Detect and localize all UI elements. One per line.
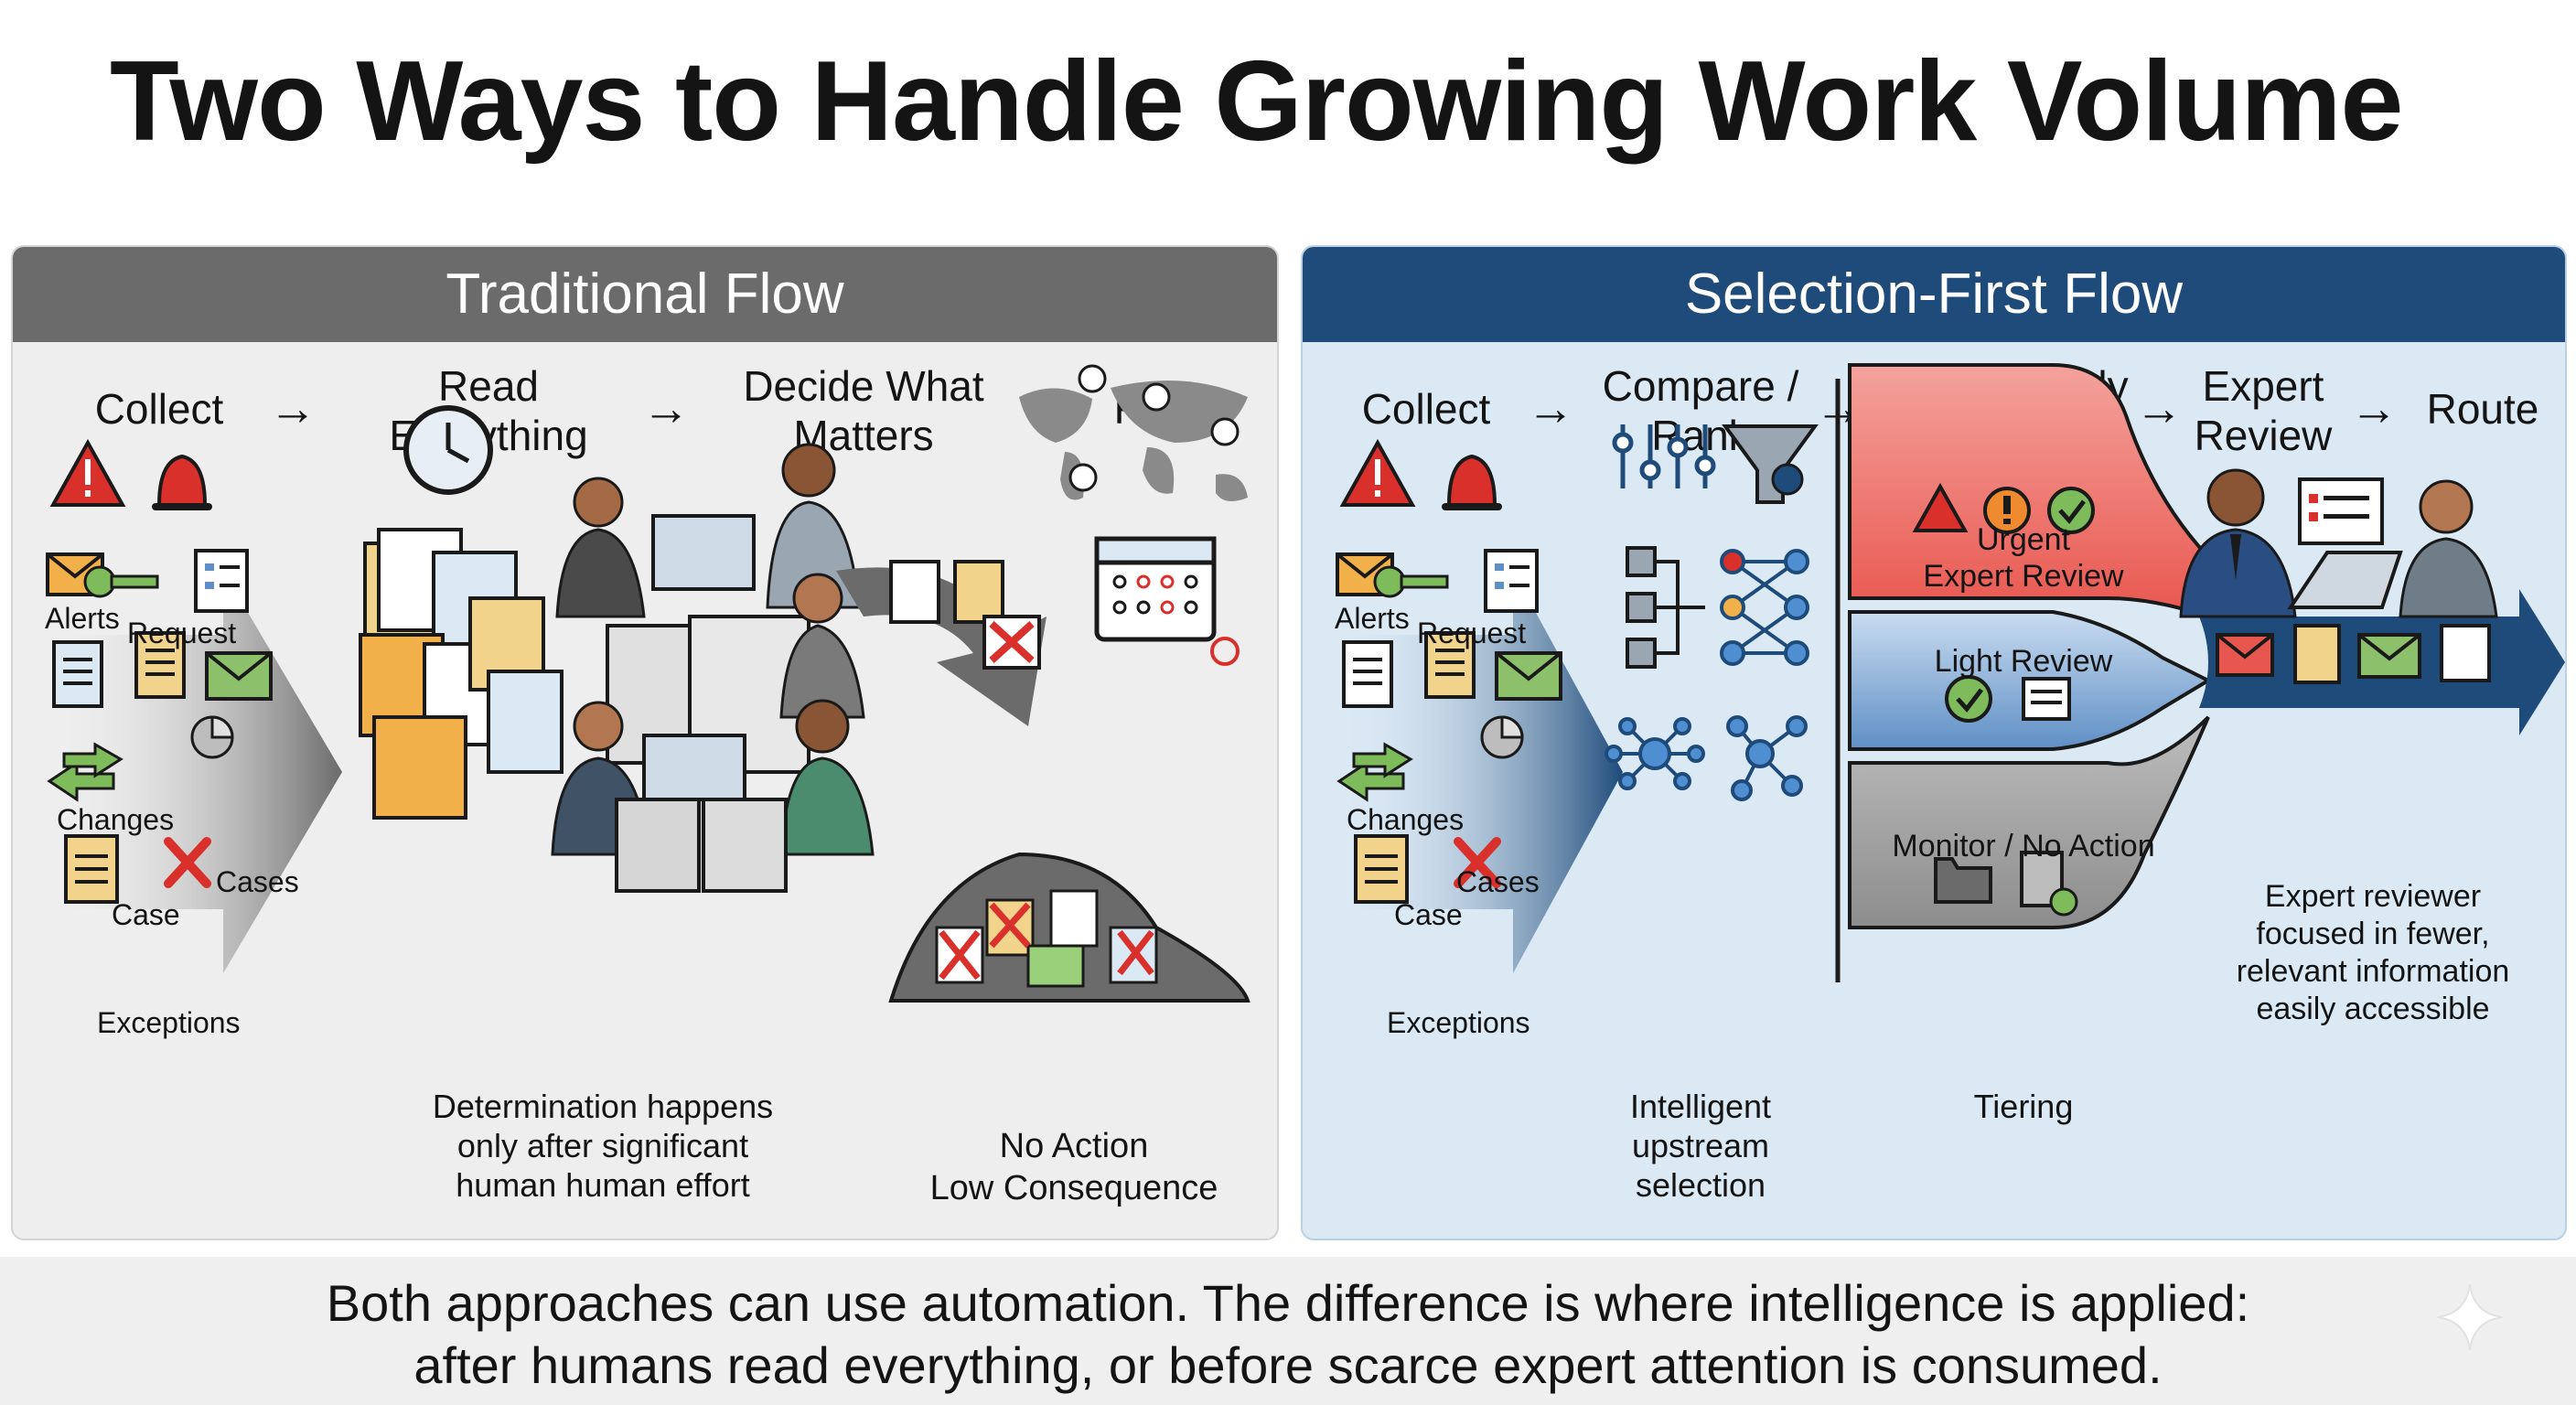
sel-step-collect: Collect bbox=[1361, 385, 1491, 433]
sel-label-request: Request bbox=[1417, 617, 1527, 649]
document-icon bbox=[1424, 631, 1476, 699]
envelope-icon bbox=[2357, 633, 2421, 679]
trad-label-cases: Cases bbox=[216, 865, 299, 898]
warning-icon bbox=[1912, 482, 1969, 532]
world-map-icon bbox=[1019, 364, 1248, 501]
discard-pile bbox=[888, 852, 1250, 1003]
form-document-icon bbox=[2440, 624, 2491, 682]
bell-icon bbox=[152, 454, 212, 510]
route-curve-arrow bbox=[836, 567, 1046, 726]
funnel-icon bbox=[1722, 424, 1819, 504]
close-x-icon bbox=[1454, 837, 1501, 888]
key-icon bbox=[83, 565, 159, 598]
trad-caption-determination: Determination happens only after signifi… bbox=[432, 1088, 774, 1204]
forward-mail-icon bbox=[205, 651, 273, 701]
footer-note: Both approaches can use automation. The … bbox=[0, 1257, 2576, 1405]
document-icon bbox=[64, 834, 119, 904]
clock-icon bbox=[403, 405, 493, 495]
sliders-icon bbox=[1612, 424, 1716, 488]
close-x-icon bbox=[164, 837, 211, 888]
trad-label-changes: Changes bbox=[57, 803, 175, 836]
people-reading-group bbox=[551, 443, 875, 893]
selection-first-panel: Selection-First Flow Collect → Compare /… bbox=[1301, 245, 2567, 1240]
molecule-icon bbox=[1726, 715, 1808, 801]
bell-icon bbox=[1442, 454, 1502, 510]
caption-expert-reviewer: Expert reviewer focused in fewer, releva… bbox=[2236, 879, 2510, 1026]
hub-node-icon bbox=[1605, 717, 1705, 790]
traditional-flow-heading: Traditional Flow bbox=[13, 247, 1277, 342]
sel-step-route: Route bbox=[2426, 385, 2539, 433]
sel-arrow-4: → bbox=[2350, 382, 2398, 435]
forward-mail-icon bbox=[1495, 651, 1562, 701]
document-icon bbox=[2293, 624, 2341, 684]
expert-reviewers bbox=[2179, 468, 2498, 618]
trad-arrow-1: → bbox=[269, 382, 317, 435]
document-icon bbox=[1342, 640, 1393, 708]
trad-caption-no-action: No Action Low Consequence bbox=[929, 1127, 1218, 1207]
document-icon bbox=[52, 640, 103, 708]
sel-label-exceptions: Exceptions bbox=[1387, 1006, 1530, 1039]
tier-monitor-label: Monitor / No Action bbox=[1892, 829, 2155, 863]
paper-stack bbox=[359, 528, 564, 820]
tier-light-label: Light Review bbox=[1934, 644, 2113, 679]
sel-step-expert: Expert Review bbox=[2194, 362, 2333, 459]
sel-arrow-1: → bbox=[1527, 382, 1574, 435]
selection-first-heading: Selection-First Flow bbox=[1303, 247, 2565, 342]
sel-label-cases: Cases bbox=[1456, 865, 1540, 898]
network-icon bbox=[1720, 549, 1809, 666]
folder-icon bbox=[1934, 857, 1992, 904]
pie-chart-icon bbox=[190, 715, 234, 759]
page-title: Two Ways to Handle Growing Work Volume bbox=[110, 38, 2403, 165]
pie-chart-icon bbox=[1480, 715, 1524, 759]
swap-arrows-icon bbox=[1336, 742, 1413, 802]
calendar-icon bbox=[1094, 536, 1240, 666]
traditional-illustration bbox=[46, 364, 1250, 1003]
caption-intelligent-selection: Intelligent upstream selection bbox=[1629, 1088, 1772, 1204]
document-icon bbox=[1354, 834, 1409, 904]
document-icon bbox=[953, 560, 1004, 624]
selection-first-illustration bbox=[1336, 363, 2565, 982]
sel-label-changes: Changes bbox=[1347, 803, 1465, 836]
document-clock-icon bbox=[2020, 851, 2078, 917]
form-document-icon bbox=[194, 549, 249, 613]
swap-arrows-icon bbox=[47, 742, 123, 802]
footer-line-1: Both approaches can use automation. The … bbox=[326, 1274, 2250, 1332]
key-icon bbox=[1373, 565, 1449, 598]
footer-line-2: after humans read everything, or before … bbox=[413, 1336, 2163, 1394]
alert-badge-icon bbox=[1983, 487, 2031, 534]
sparkle-icon bbox=[2436, 1283, 2504, 1351]
warning-icon bbox=[49, 438, 126, 507]
warning-icon bbox=[1339, 438, 1416, 507]
tier-urgent-band bbox=[1848, 363, 2210, 619]
sel-arrow-3: → bbox=[2135, 382, 2183, 435]
sel-label-case: Case bbox=[1394, 898, 1463, 931]
check-icon bbox=[2047, 487, 2095, 534]
document-icon bbox=[889, 560, 940, 624]
list-icon bbox=[2022, 677, 2071, 721]
reject-x-icon bbox=[982, 615, 1041, 670]
sort-nodes-icon bbox=[1626, 546, 1705, 669]
trad-label-exceptions: Exceptions bbox=[97, 1006, 241, 1039]
form-document-icon bbox=[1484, 549, 1539, 613]
trad-arrow-2: → bbox=[642, 382, 690, 435]
traditional-flow-panel: Traditional Flow Collect → Read Everythi… bbox=[11, 245, 1279, 1240]
sel-label-alerts: Alerts bbox=[1335, 602, 1410, 635]
envelope-icon bbox=[2216, 633, 2274, 677]
trad-step-collect: Collect bbox=[94, 385, 224, 433]
caption-tiering: Tiering bbox=[1973, 1088, 2074, 1125]
trad-label-case: Case bbox=[112, 898, 180, 931]
tier-urgent-label: Urgent Expert Review bbox=[1923, 522, 2124, 594]
trad-label-alerts: Alerts bbox=[45, 602, 120, 635]
check-icon bbox=[1945, 675, 1992, 723]
document-icon bbox=[134, 631, 186, 699]
trad-label-request: Request bbox=[127, 617, 237, 649]
